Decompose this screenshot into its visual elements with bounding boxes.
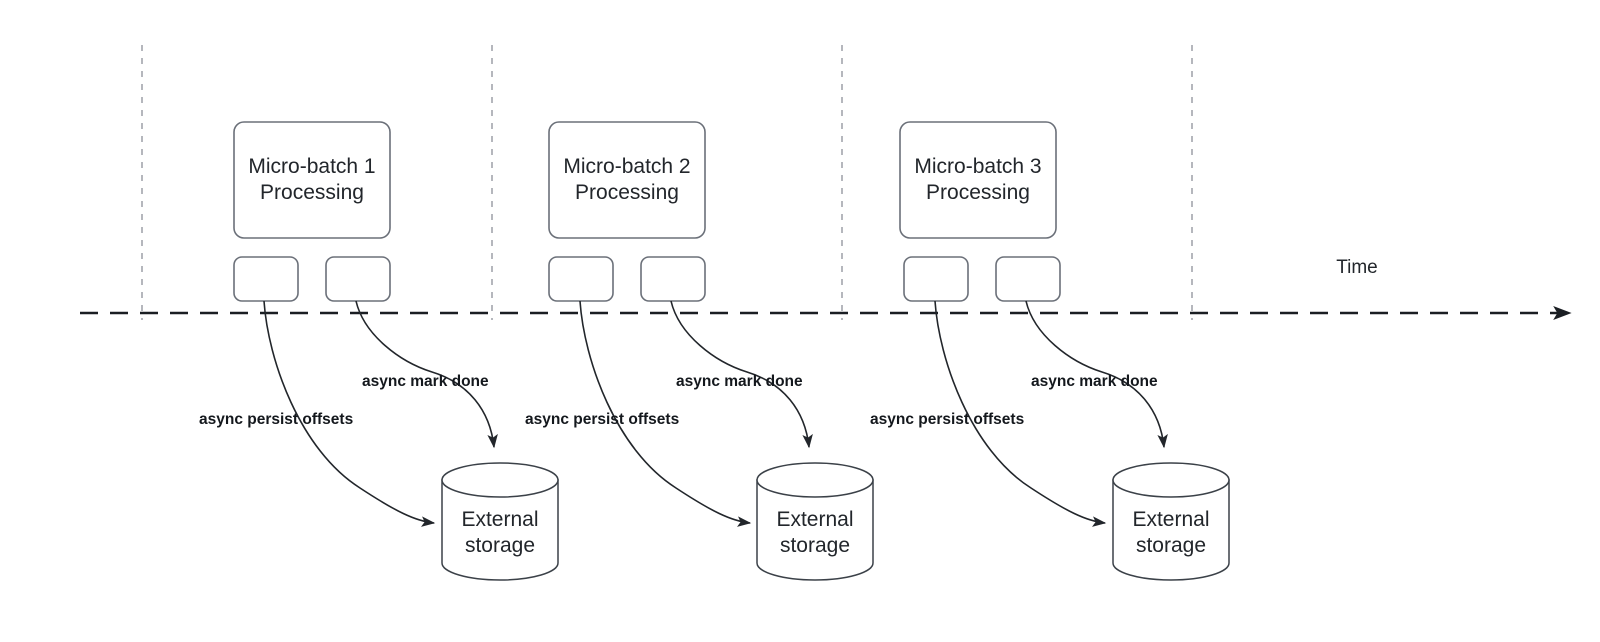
micro-batch-2-label-line2: Processing (575, 181, 679, 204)
micro-batch-1-label-line2: Processing (260, 181, 364, 204)
mark-done-task-box-1[interactable] (325, 256, 391, 302)
async-mark-done-edge-1 (355, 300, 498, 449)
offset-task-box-1[interactable] (233, 256, 299, 302)
async-persist-offsets-edge-1-label: async persist offsets (199, 411, 353, 428)
offset-task-box-2[interactable] (548, 256, 614, 302)
external-storage-label-line1-2: External (776, 508, 853, 531)
micro-batch-2-box[interactable] (548, 121, 706, 239)
external-storage-label-line1-3: External (1132, 508, 1209, 531)
async-mark-done-edge-3-label: async mark done (1031, 373, 1158, 390)
time-axis-label: Time (1336, 257, 1378, 278)
external-storage-cylinder-body-2 (756, 479, 874, 581)
async-mark-done-edge-1-label: async mark done (362, 373, 489, 390)
async-persist-offsets-edge-3 (934, 300, 1107, 527)
external-storage-cylinder-top-1[interactable] (441, 462, 559, 498)
micro-batch-1-box[interactable] (233, 121, 391, 239)
external-storage-label-line2-1: storage (465, 534, 535, 557)
external-storage-label-line2-3: storage (1136, 534, 1206, 557)
time-axis-group: Time (80, 257, 1572, 321)
external-storage-cylinder-body-3 (1112, 479, 1230, 581)
external-storage-label-line2-2: storage (780, 534, 850, 557)
async-persist-offsets-edge-2-label: async persist offsets (525, 411, 679, 428)
async-mark-done-edge-2 (670, 300, 813, 449)
external-storage-label-line1-1: External (461, 508, 538, 531)
mark-done-task-box-3[interactable] (995, 256, 1061, 302)
external-storage-cylinder-top-2[interactable] (756, 462, 874, 498)
async-persist-offsets-edge-3-label: async persist offsets (870, 411, 1024, 428)
micro-batch-2-label-line1: Micro-batch 2 (563, 155, 690, 178)
external-storage-cylinder-body-1 (441, 479, 559, 581)
mark-done-task-box-2[interactable] (640, 256, 706, 302)
micro-batch-3-box[interactable] (899, 121, 1057, 239)
micro-batch-1-label-line1: Micro-batch 1 (248, 155, 375, 178)
offset-task-box-3[interactable] (903, 256, 969, 302)
async-mark-done-edge-3 (1025, 300, 1168, 449)
micro-batch-3-label-line1: Micro-batch 3 (914, 155, 1041, 178)
async-persist-offsets-edge-1 (263, 300, 436, 527)
external-storage-cylinder-top-3[interactable] (1112, 462, 1230, 498)
async-persist-offsets-edge-2 (579, 300, 752, 527)
async-mark-done-edge-2-label: async mark done (676, 373, 803, 390)
micro-batch-3-label-line2: Processing (926, 181, 1030, 204)
